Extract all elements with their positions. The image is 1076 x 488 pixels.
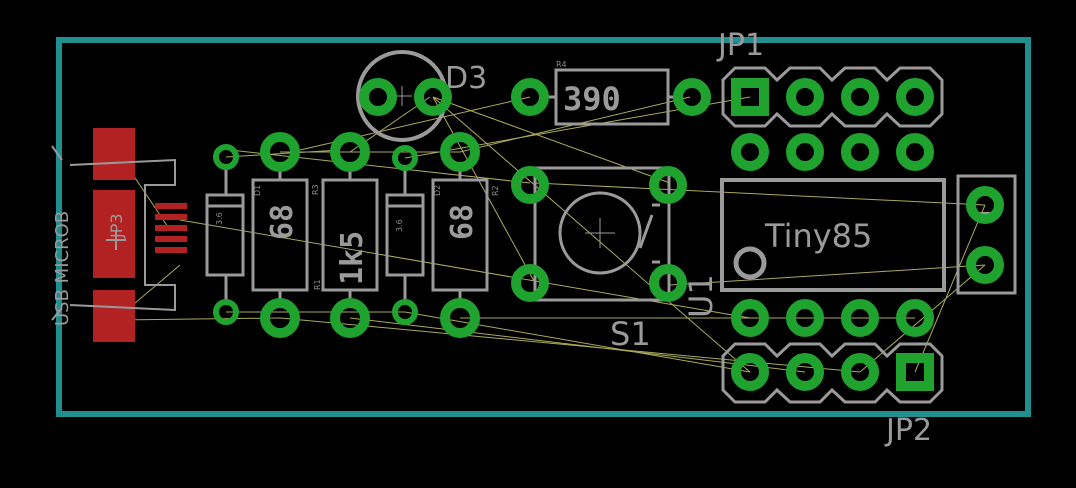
- pad-u1-8: [731, 133, 769, 171]
- pad-hdr-1: [966, 186, 1004, 224]
- resistor-r2: 68 R2: [431, 168, 500, 302]
- board-outline: [56, 37, 1031, 417]
- pad-u1-5: [896, 133, 934, 171]
- r1-name: R1: [313, 279, 322, 290]
- pad-u1-4: [896, 299, 934, 337]
- pad-jp2-2: [786, 353, 824, 391]
- r4-name: R4: [556, 60, 567, 69]
- diode-d1: 3.6 D1: [205, 166, 262, 302]
- pad-s1-3: [511, 264, 549, 302]
- resistor-r3: 68 R3: [251, 168, 320, 302]
- pad-u1-2: [786, 299, 824, 337]
- switch-s1: S1: [533, 166, 671, 353]
- jp3-label: JP3: [107, 213, 126, 239]
- pad-jp2-3: [841, 353, 879, 391]
- pads: [213, 78, 1004, 391]
- pad-d3-k: [414, 78, 452, 116]
- r3-name: R3: [311, 184, 320, 195]
- header-jp2: JP2: [721, 342, 944, 448]
- pad-d2-top: [392, 145, 418, 171]
- d1-value: 3.6: [215, 212, 224, 225]
- r2-value: 68: [445, 204, 480, 240]
- d2-name: D2: [433, 185, 442, 196]
- usb-label: USB MICROB: [52, 211, 73, 326]
- pad-u1-6: [841, 133, 879, 171]
- pad-jp1-1: [731, 78, 769, 116]
- pad-r4-b: [673, 78, 711, 116]
- d3-label: D3: [445, 61, 487, 96]
- pad-r3-bottom: [260, 298, 300, 338]
- pad-jp2-4: [896, 353, 934, 391]
- pad-jp2-1: [731, 353, 769, 391]
- pad-r2-top: [440, 132, 480, 172]
- d2-value: 3.6: [395, 219, 404, 232]
- pad-hdr-2: [966, 246, 1004, 284]
- pad-d1-bottom: [213, 299, 239, 325]
- pad-s1-2: [649, 166, 687, 204]
- pad-r1-top: [330, 132, 370, 172]
- r3-value: 68: [265, 204, 300, 240]
- s1-label: S1: [610, 315, 651, 353]
- pad-jp1-3: [841, 78, 879, 116]
- u1-label: U1: [682, 274, 720, 318]
- pad-jp1-4: [896, 78, 934, 116]
- pad-u1-7: [786, 133, 824, 171]
- pad-r4-a: [511, 78, 549, 116]
- pad-r3-top: [260, 132, 300, 172]
- resistor-r1: 1k5 R1: [313, 168, 379, 302]
- chip-u1: Tiny85 U1: [682, 178, 946, 318]
- usb-connector: USB MICROB JP3: [51, 128, 187, 342]
- tiny85-label: Tiny85: [764, 217, 872, 255]
- pad-s1-1: [511, 166, 549, 204]
- jp1-label: JP1: [716, 28, 764, 63]
- r4-value: 390: [563, 80, 621, 118]
- r2-name: R2: [491, 185, 500, 196]
- r1-value: 1k5: [335, 231, 370, 285]
- header-jp1: JP1: [716, 28, 944, 128]
- pad-u1-1: [731, 299, 769, 337]
- pad-r2-bottom: [440, 298, 480, 338]
- pad-jp1-2: [786, 78, 824, 116]
- pad-d1-top: [213, 144, 239, 170]
- pad-s1-4: [649, 264, 687, 302]
- pad-u1-3: [841, 299, 879, 337]
- pad-r1-bottom: [330, 298, 370, 338]
- jp2-label: JP2: [884, 413, 932, 448]
- pad-d3-a: [359, 78, 397, 116]
- d1-name: D1: [253, 185, 262, 196]
- pad-d2-bottom: [392, 299, 418, 325]
